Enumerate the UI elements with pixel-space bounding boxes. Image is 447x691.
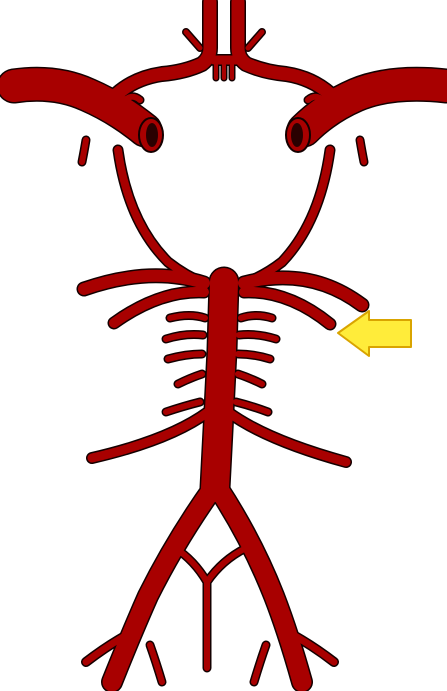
basilar-artery: [215, 282, 224, 488]
right-carotid-lumen: [286, 118, 310, 152]
anterior-communicating-artery: [214, 60, 236, 78]
left-carotid-lumen: [139, 118, 163, 152]
